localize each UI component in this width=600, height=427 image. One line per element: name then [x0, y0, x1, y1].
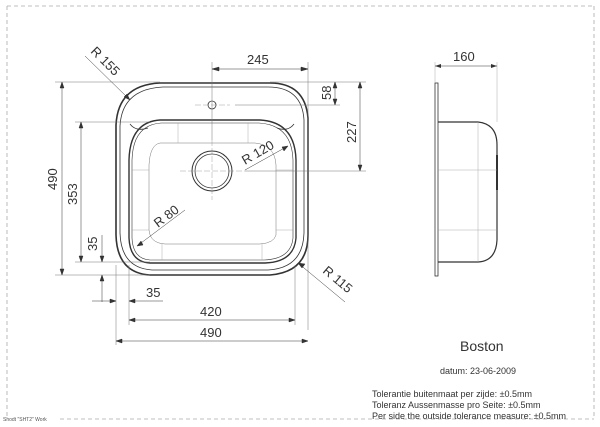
drawing-date: datum: 23-06-2009 [440, 366, 517, 376]
dim-227: 227 [344, 121, 359, 143]
dim-353: 353 [65, 183, 80, 205]
tolerance-note-nl: Tolerantie buitenmaat per zijde: ±0.5mm [372, 389, 533, 399]
dim-58: 58 [319, 86, 334, 100]
radius-r155: R 155 [88, 44, 123, 79]
tolerance-note-de: Toleranz Aussenmasse pro Seite: ±0.5mm [372, 400, 541, 410]
radius-r80: R 80 [151, 202, 182, 231]
dim-35-horizontal: 35 [146, 285, 160, 300]
tolerance-note-en: Per side the outside tolerance measure: … [372, 411, 567, 421]
dim-35-vertical: 35 [85, 237, 100, 251]
sink-side-view [434, 62, 498, 277]
dim-420: 420 [200, 304, 222, 319]
product-title: Boston [460, 338, 504, 354]
sheet-footer: Shodt "SHT2" Work [3, 417, 47, 423]
drawing-frame [6, 5, 595, 420]
dim-245: 245 [247, 52, 269, 67]
dimension-lines [55, 55, 366, 345]
dim-490-vertical: 490 [45, 168, 60, 190]
sink-top-view [115, 82, 309, 276]
dim-160: 160 [453, 49, 475, 64]
dim-490-horizontal: 490 [200, 325, 222, 340]
radius-r115: R 115 [320, 263, 355, 296]
